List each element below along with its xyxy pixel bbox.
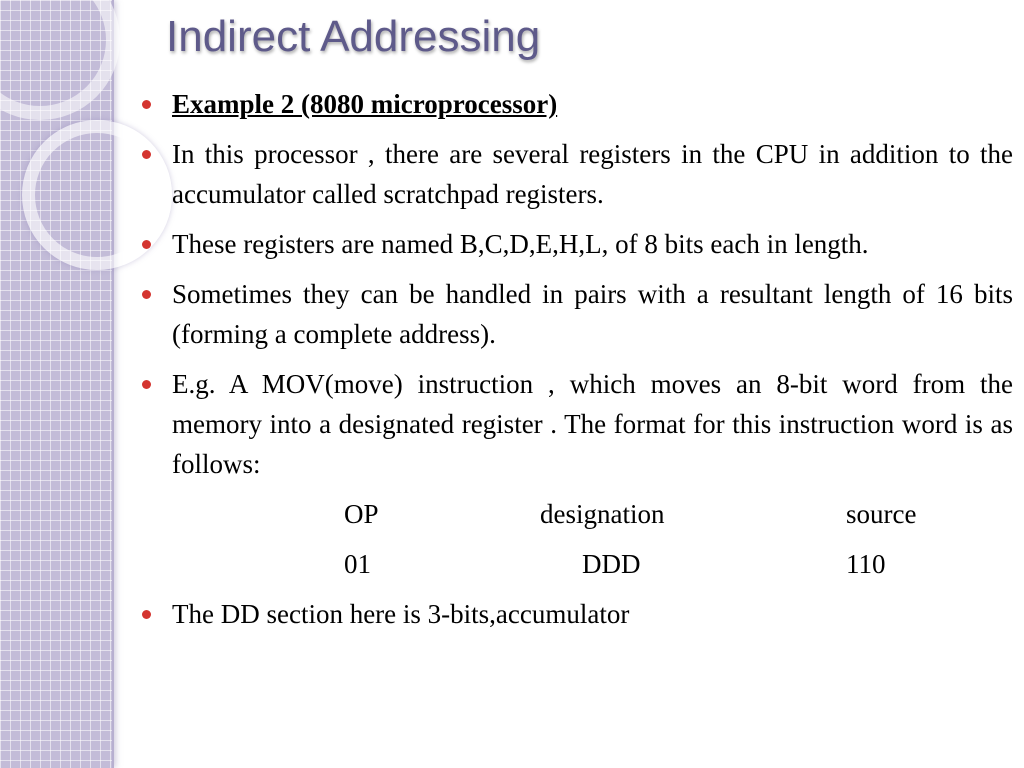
bullet-dot-icon <box>140 84 172 124</box>
bullet-text-final: The DD section here is 3-bits,accumulato… <box>172 599 630 629</box>
bullet-dot-icon <box>140 364 172 404</box>
instruction-format-table: OP designation source 01 DDD 110 <box>344 494 944 584</box>
bullet-text: E.g. A MOV(move) instruction , which mov… <box>172 369 1013 479</box>
bullet-item: E.g. A MOV(move) instruction , which mov… <box>140 364 1013 484</box>
bullet-item: Sometimes they can be handled in pairs w… <box>140 274 1013 354</box>
bullet-item: In this processor , there are several re… <box>140 134 1013 214</box>
format-value-row: 01 DDD 110 <box>344 544 944 584</box>
format-value-source: 110 <box>846 549 886 579</box>
bullet-text: These registers are named B,C,D,E,H,L, o… <box>172 229 869 259</box>
format-value-op: 01 <box>344 549 371 579</box>
slide-title: Indirect Addressing <box>166 12 541 61</box>
bullet-dot-icon <box>140 134 172 174</box>
bullet-text: Sometimes they can be handled in pairs w… <box>172 279 1013 349</box>
format-header-row: OP designation source <box>344 494 944 534</box>
decorative-side-panel <box>0 0 172 768</box>
bullet-item: The DD section here is 3-bits,accumulato… <box>140 594 1013 634</box>
bullet-text: In this processor , there are several re… <box>172 139 1013 209</box>
slide-content: Example 2 (8080 microprocessor) In this … <box>140 84 1013 644</box>
format-header-op: OP <box>344 499 379 529</box>
decorative-ring-top <box>0 0 120 120</box>
bullet-item: Example 2 (8080 microprocessor) <box>140 84 1013 124</box>
bullet-item: These registers are named B,C,D,E,H,L, o… <box>140 224 1013 264</box>
format-header-source: source <box>846 499 917 529</box>
bullet-dot-icon <box>140 274 172 314</box>
bullet-heading-text: Example 2 (8080 microprocessor) <box>172 89 558 119</box>
bullet-dot-icon <box>140 224 172 264</box>
bullet-dot-icon <box>140 594 172 634</box>
format-value-designation: DDD <box>582 549 641 579</box>
format-header-designation: designation <box>540 499 665 529</box>
